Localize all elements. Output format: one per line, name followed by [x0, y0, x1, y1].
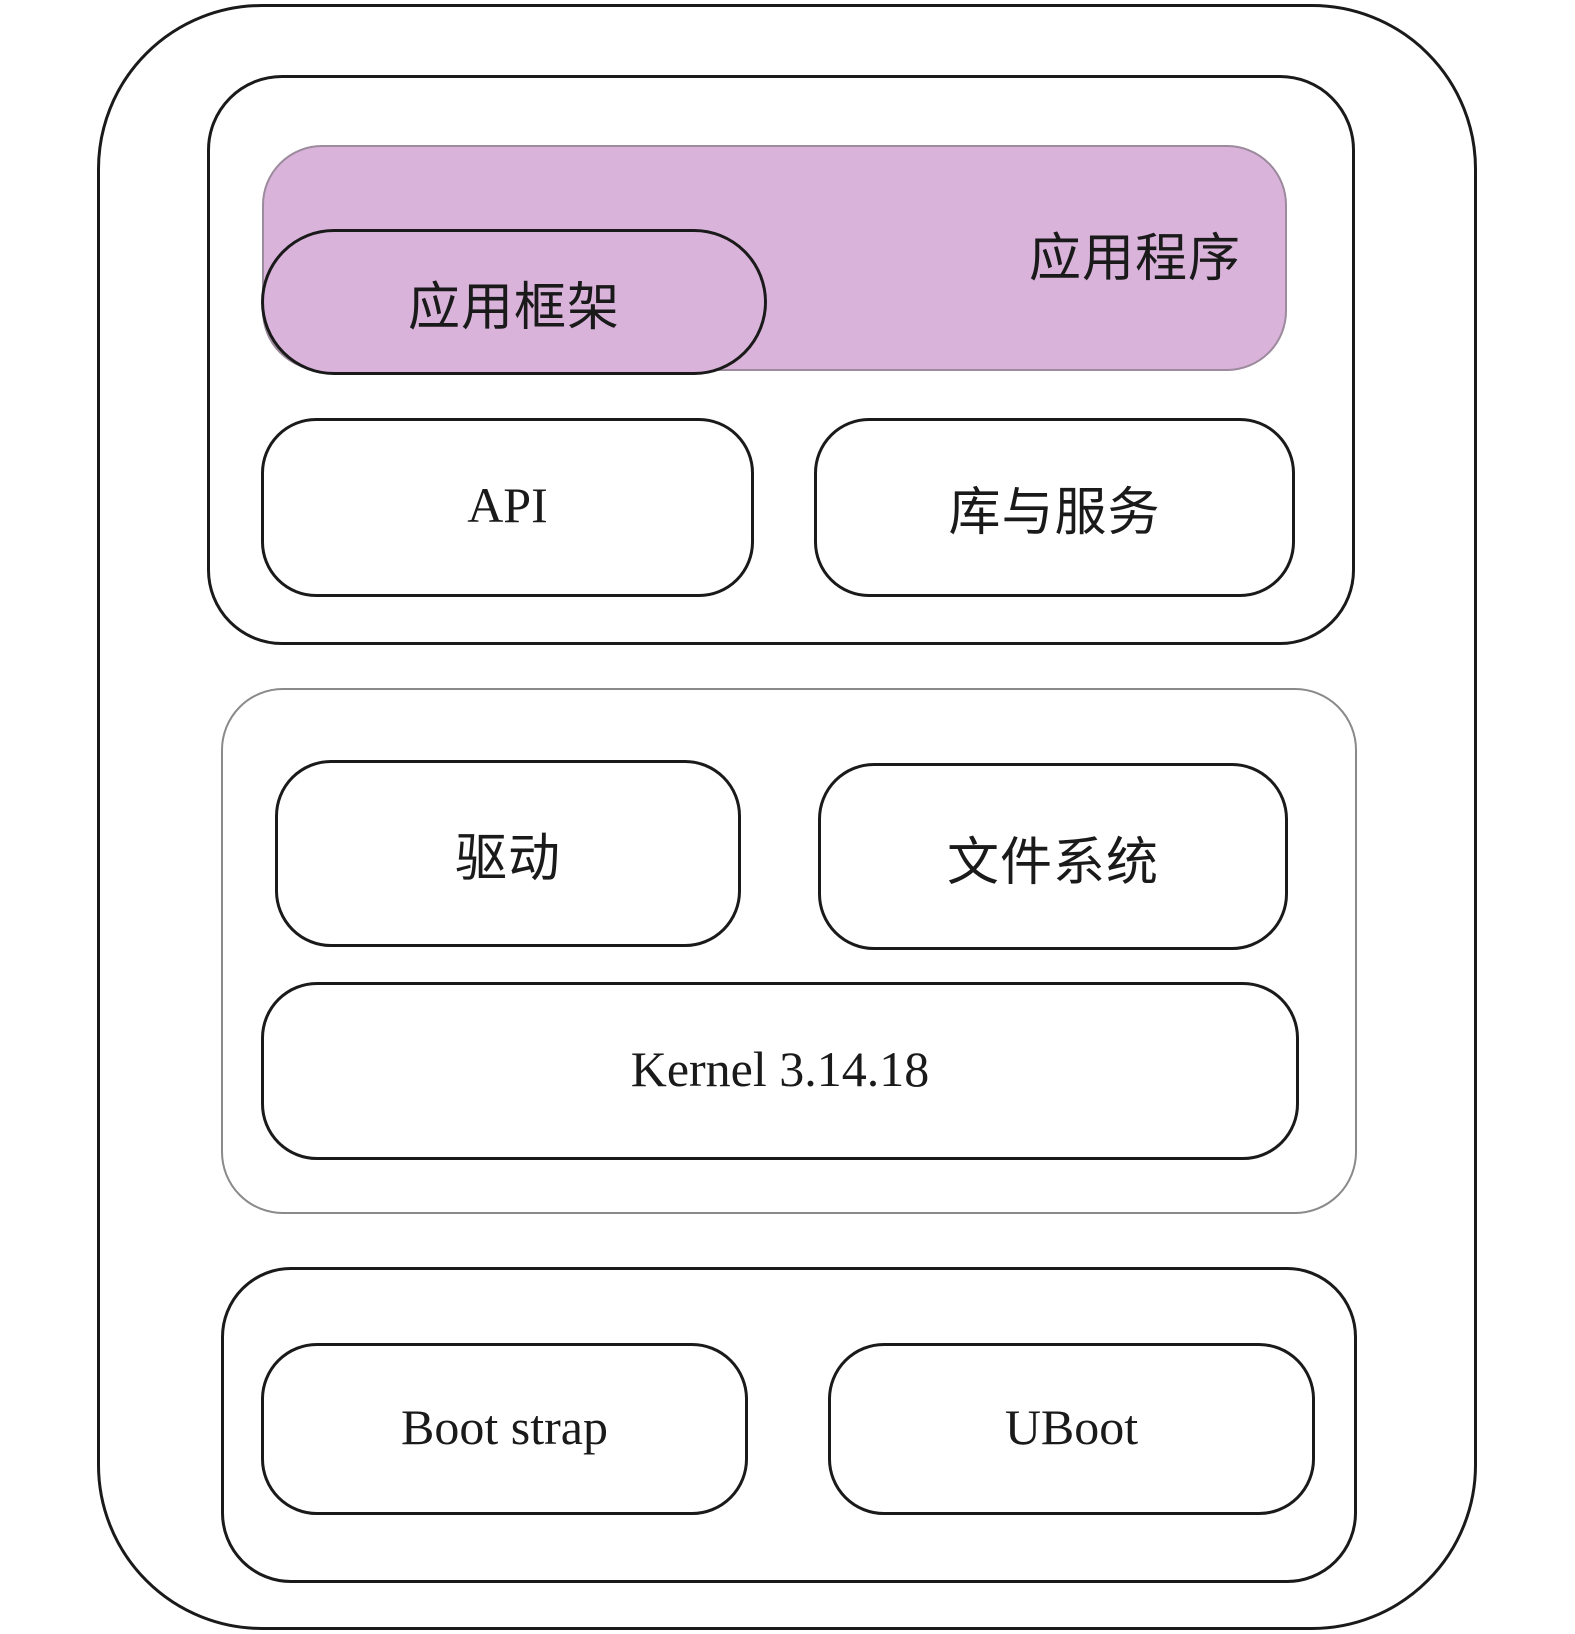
api-label: API: [467, 477, 548, 533]
application-framework-label: 应用框架: [407, 277, 620, 338]
uboot-label: UBoot: [1004, 1399, 1139, 1455]
uboot-block: [828, 1343, 1315, 1515]
file-system-block: [818, 763, 1288, 950]
application-label: 应用程序: [1028, 228, 1241, 289]
libraries-services-label: 库与服务: [948, 482, 1161, 543]
application-framework-block: [261, 229, 767, 375]
kernel-label: Kernel 3.14.18: [630, 1041, 930, 1097]
libraries-services-block: [814, 418, 1295, 597]
boot-layer-group: [221, 1267, 1357, 1583]
file-system-label: 文件系统: [946, 832, 1159, 893]
api-block: [261, 418, 754, 597]
driver-label: 驱动: [454, 828, 561, 889]
system-layer-group: [221, 688, 1357, 1214]
application-layer-group: [207, 75, 1355, 645]
system-stack-frame: [97, 4, 1477, 1630]
bootstrap-label: Boot strap: [401, 1399, 608, 1455]
driver-block: [275, 760, 741, 947]
kernel-block: [261, 982, 1299, 1160]
bootstrap-block: [261, 1343, 748, 1515]
